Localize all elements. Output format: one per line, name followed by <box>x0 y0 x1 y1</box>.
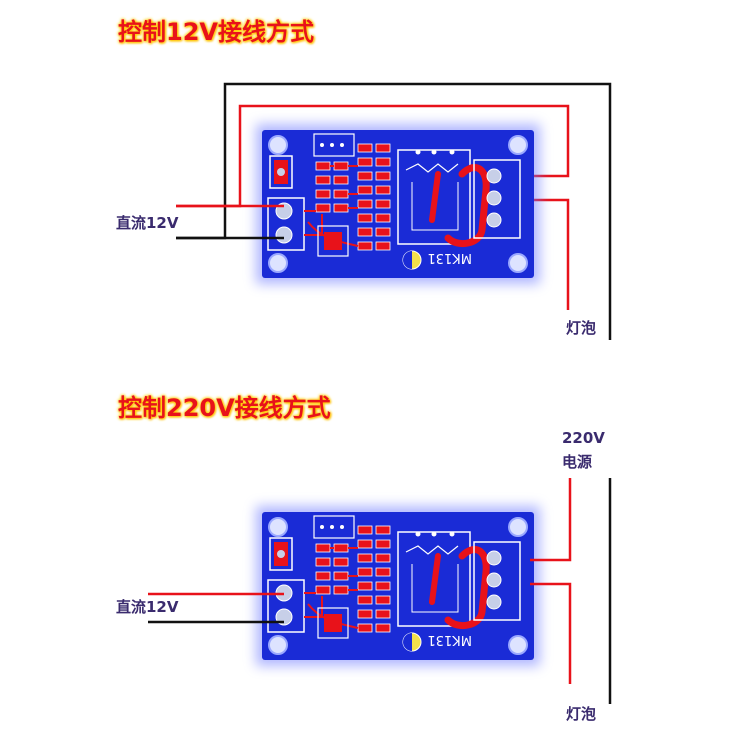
section-12v-dc-label: 直流12V <box>116 214 179 232</box>
red-wire-source <box>530 478 572 562</box>
section-12v-wiring: MK131 <box>176 82 612 340</box>
red-wire-lamp <box>530 198 570 310</box>
board-label-1: MK131 <box>427 250 472 265</box>
section-220v-title: 控制220V接线方式 <box>118 394 331 422</box>
section-220v-wiring: MK131 <box>148 478 612 704</box>
section-220v-power-label: 220V <box>562 429 605 447</box>
section-12v-title: 控制12V接线方式 <box>118 18 314 46</box>
red-wire-lamp-2 <box>530 582 572 684</box>
board-label-2: MK131 <box>427 632 472 647</box>
section-220v-power-label-2: 电源 <box>562 453 593 471</box>
relay-board-1 <box>256 124 540 284</box>
section-220v-dc-label: 直流12V <box>116 598 179 616</box>
section-220v-lamp-label: 灯泡 <box>566 705 597 723</box>
relay-board-2 <box>256 506 540 666</box>
section-12v-lamp-label: 灯泡 <box>566 319 597 337</box>
